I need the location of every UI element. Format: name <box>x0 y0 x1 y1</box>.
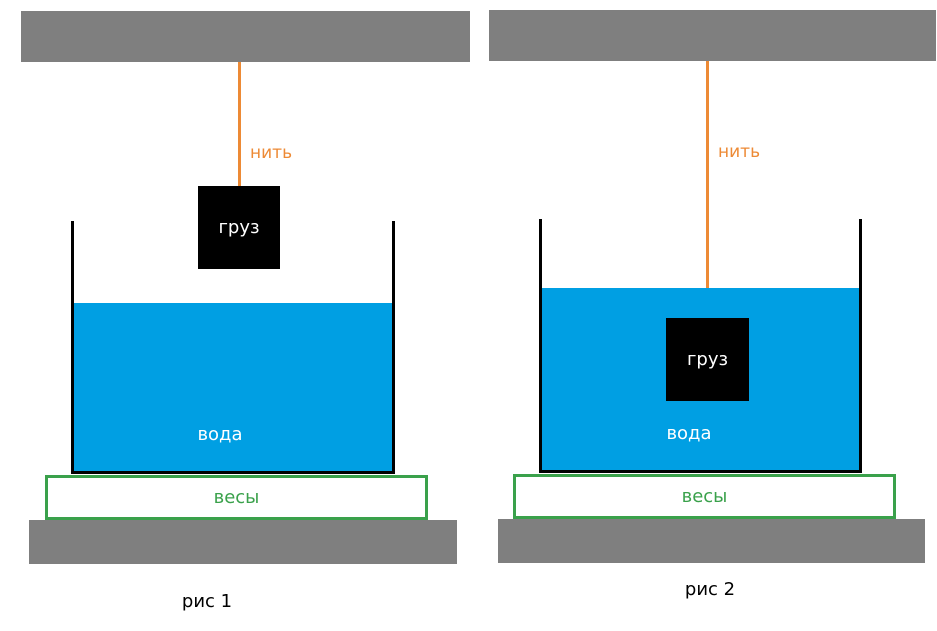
thread <box>706 61 709 318</box>
beaker-bottom <box>539 470 862 473</box>
figure-caption: рис 1 <box>181 591 233 612</box>
ceiling <box>489 10 936 61</box>
weight-label: груз <box>686 349 729 370</box>
weight-block: груз <box>198 186 280 269</box>
scale: весы <box>513 474 896 519</box>
scale-label: весы <box>681 486 728 507</box>
figure-1: нить вода груз весы рис 1 <box>21 11 470 612</box>
thread-label: нить <box>718 142 761 162</box>
water <box>74 303 392 471</box>
beaker-right-wall <box>392 221 395 474</box>
thread-label: нить <box>250 143 293 163</box>
figure-caption: рис 2 <box>684 579 736 600</box>
scale-label: весы <box>213 487 260 508</box>
beaker-left-wall <box>539 219 542 473</box>
beaker-left-wall <box>71 221 74 474</box>
floor <box>29 520 457 564</box>
figure-2: нить вода груз весы рис 2 <box>470 0 937 631</box>
ceiling <box>21 11 470 62</box>
beaker-bottom <box>71 471 395 474</box>
scale: весы <box>45 475 428 520</box>
water-label: вода <box>666 423 712 444</box>
thread <box>238 62 241 186</box>
weight-block: груз <box>666 318 749 401</box>
floor <box>498 519 925 563</box>
water-label: вода <box>197 424 243 445</box>
beaker-right-wall <box>859 219 862 473</box>
weight-label: груз <box>218 217 260 238</box>
